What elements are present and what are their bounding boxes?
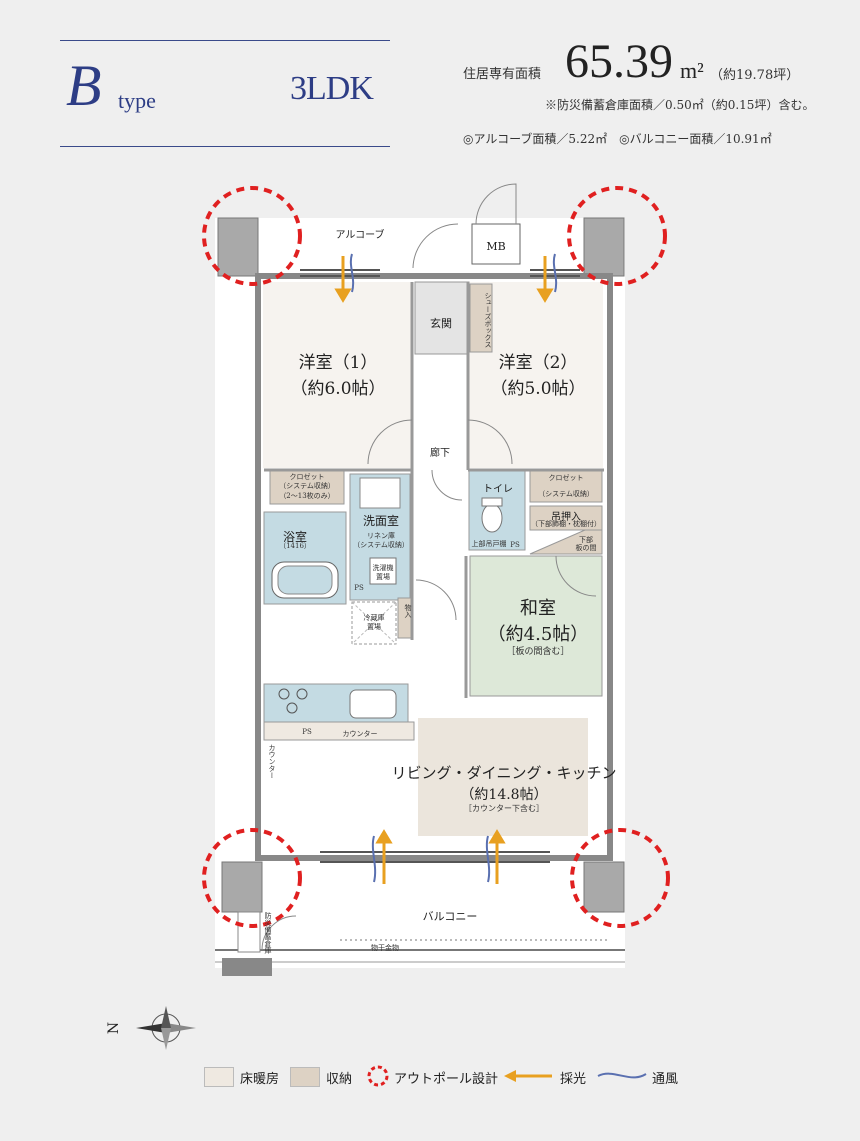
ldk-note: ［カウンター下含む］ — [464, 804, 544, 813]
toilet-bowl — [481, 503, 503, 533]
closet1-label: クロゼット — [289, 473, 325, 481]
washer-area — [369, 557, 397, 585]
balcony-pillar — [222, 958, 272, 976]
corridor-label: 廊下 — [430, 448, 450, 459]
counter-vertical-label: カウンター — [268, 744, 276, 779]
alcove-label: アルコーブ — [335, 230, 385, 241]
legend-storage-label: 収納 — [326, 1072, 353, 1087]
futon-sub: （下部飾棚・枕棚付） — [531, 520, 601, 528]
door-arc-western2 — [467, 419, 513, 465]
closet2-label: クロゼット — [548, 474, 584, 482]
layout-label: 3LDK — [290, 70, 374, 107]
shoes-box-label: シューズボックス — [484, 292, 492, 348]
fridge-label: 冷蔵庫 — [363, 614, 385, 622]
light-arrows — [334, 256, 554, 884]
washer-label: 洗濯機 — [372, 564, 394, 572]
mb-box — [471, 223, 521, 265]
type-word: type — [118, 88, 156, 113]
lower-shelf — [529, 529, 603, 555]
pillar-bottom-right — [583, 861, 625, 913]
fridge-area — [351, 601, 397, 645]
alcove-balcony-note: ◎アルコーブ面積／5.22㎡ ◎バルコニー面積／10.91㎡ — [463, 132, 772, 146]
japanese-room-floor — [469, 555, 603, 697]
compass-rose — [136, 1006, 196, 1050]
washer-label2: 置場 — [376, 573, 390, 581]
counter-label: カウンター — [342, 730, 378, 738]
door-arc-japanese — [555, 555, 597, 597]
mb-label: MB — [486, 240, 506, 253]
ps-label-toilet: PS — [510, 541, 520, 549]
futon-storage — [529, 505, 603, 531]
legend-wind-icon — [597, 1072, 647, 1079]
stove-burner — [278, 688, 290, 700]
pillar-top-right — [583, 217, 625, 277]
bath-size: （1416） — [279, 542, 311, 550]
bath-label: 浴室 — [282, 530, 307, 544]
outpole-markers — [202, 186, 670, 928]
legend-storage-swatch — [290, 1067, 320, 1087]
closet2-sub: （システム収納） — [538, 490, 594, 498]
linen-label: リネン庫 — [367, 532, 395, 540]
ps-label-wash: PS — [354, 584, 364, 592]
toilet-label: トイレ — [483, 484, 513, 495]
lower-shelf-label: 下部 — [579, 536, 593, 544]
entrance-door-arc — [412, 223, 459, 269]
storage-note: ※防災備蓄倉庫面積／0.50㎡（約0.15坪）含む。 — [545, 98, 815, 112]
washroom-label: 洗面室 — [362, 514, 399, 528]
ps-label-kitchen: PS — [302, 728, 312, 736]
exterior-wall — [255, 273, 613, 861]
drying-label: 物干金物 — [371, 944, 399, 952]
door-arc-toilet — [431, 469, 463, 501]
legend-floorheat-label: 床暖房 — [240, 1072, 280, 1087]
western2-name: 洋室（2） — [498, 353, 578, 373]
japanese-size: （約4.5帖） — [487, 624, 589, 645]
legend-floorheat-swatch — [204, 1067, 234, 1087]
kitchen-sink — [349, 689, 397, 719]
area-label: 住居専有面積 — [463, 67, 542, 82]
closet1-sub: （システム収納） — [279, 482, 335, 490]
western1-size: （約6.0帖） — [290, 379, 386, 399]
wash-basin — [359, 477, 401, 509]
mb-door-arc — [475, 183, 517, 225]
shoes-box — [469, 283, 493, 353]
ldk-name: リビング・ダイニング・キッチン — [391, 764, 617, 782]
legend-wind-label: 通風 — [652, 1072, 679, 1087]
japanese-name: 和室 — [520, 598, 556, 619]
bosai-storage — [237, 911, 261, 953]
japanese-note: ［板の間含む］ — [506, 647, 570, 657]
header-bottom-rule — [60, 146, 390, 147]
western2-size: （約5.0帖） — [490, 379, 586, 399]
pantry-label: 物入 — [404, 604, 412, 618]
linen-sub: （システム収納） — [353, 541, 409, 549]
ldk-size: （約14.8帖） — [460, 787, 548, 803]
area-unit: m² — [680, 58, 704, 83]
upper-shelf-label: 上部吊戸棚 — [471, 540, 507, 548]
closet1 — [269, 469, 345, 505]
western1-name: 洋室（1） — [298, 353, 378, 373]
header-top-rule — [60, 40, 390, 41]
pillar-top-left — [217, 217, 259, 277]
door-arc-ldk — [415, 579, 457, 621]
door-arc-western1 — [367, 419, 413, 465]
type-letter: B — [66, 53, 102, 118]
bosai-label: 防災備蓄倉庫 — [264, 912, 272, 954]
fridge-label2: 置場 — [367, 623, 381, 631]
futon-label: 吊押入 — [551, 512, 581, 523]
counter-bar — [263, 721, 415, 741]
lower-shelf-label2: 板の間 — [575, 544, 597, 552]
area-value: 65.39 — [565, 35, 673, 88]
ldk-floorheat — [418, 718, 588, 836]
area-tsubo: （約19.78坪） — [710, 68, 800, 83]
legend-outpole-icon — [367, 1065, 389, 1087]
legend-light-label: 採光 — [560, 1072, 587, 1087]
western1-floor — [263, 282, 411, 468]
genkan-label: 玄関 — [430, 317, 452, 330]
balcony-label: バルコニー — [422, 910, 478, 923]
compass-north-label: N — [106, 1021, 123, 1035]
legend-outpole-label: アウトポール設計 — [394, 1072, 499, 1087]
pillar-bottom-left — [221, 861, 263, 913]
closet1-note: （2〜13枚のみ） — [279, 492, 335, 500]
wind-lines — [349, 253, 558, 883]
